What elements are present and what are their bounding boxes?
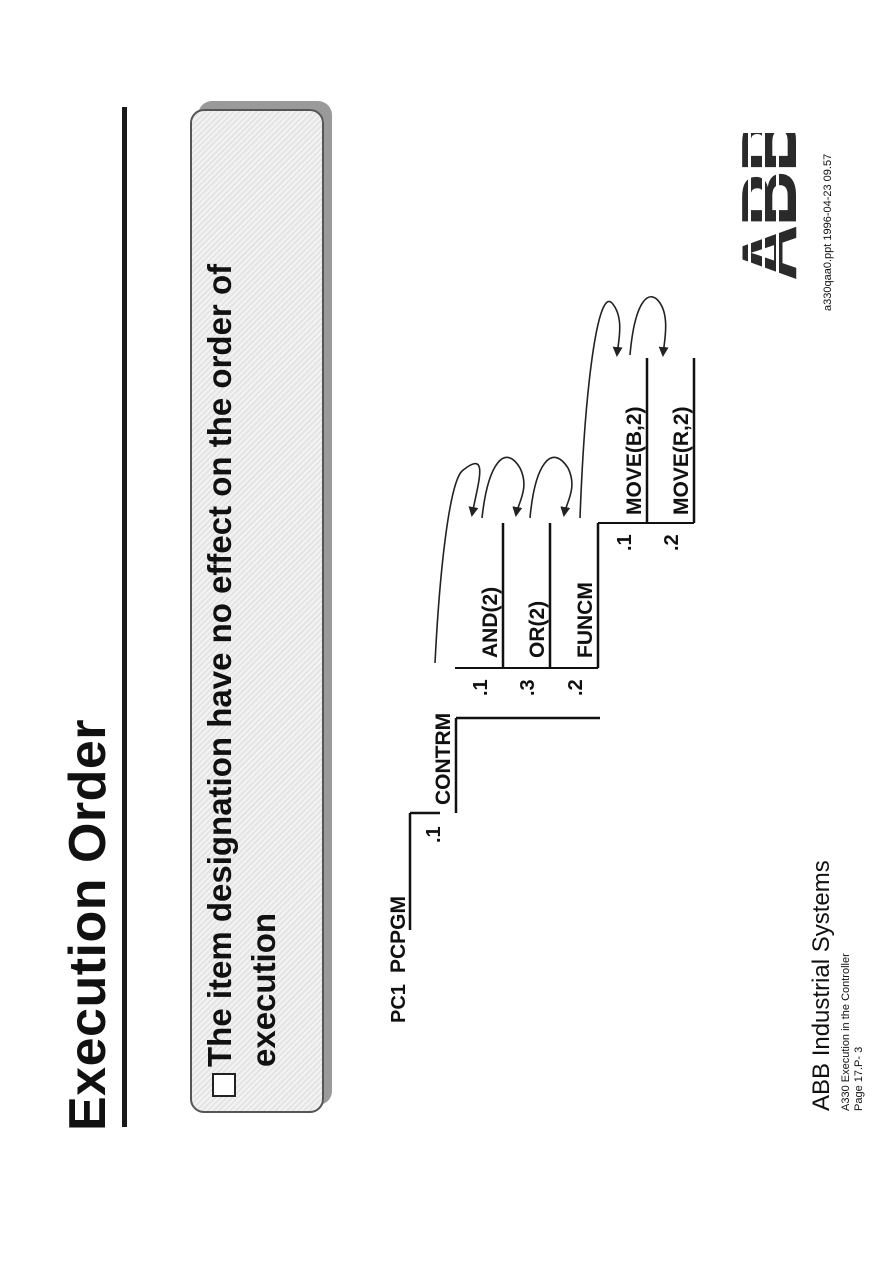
logo-stripe	[776, 133, 779, 283]
arrow-contrm-to-and	[434, 463, 481, 664]
company-name: ABB Industrial Systems	[808, 860, 835, 1111]
file-info: a330qaa0.ppt 1996-04-23 09.57	[822, 153, 834, 311]
arrow-move-b-to-move-r	[629, 296, 669, 357]
page-number: Page 17.P- 3	[853, 1046, 865, 1111]
document-subtitle: A330 Execution in the Controller	[840, 953, 852, 1111]
logo-stripe	[748, 133, 751, 283]
pc-label: PC1	[388, 984, 410, 1023]
contrm-label: CONTRM	[432, 713, 455, 805]
arrow-or-to-funcm	[529, 456, 573, 519]
and-index: .1	[470, 679, 492, 696]
move-r-index: .2	[661, 534, 683, 551]
and-label: AND(2)	[479, 587, 502, 658]
move-b-index: .1	[614, 534, 636, 551]
move-b-label: MOVE(B,2)	[623, 406, 646, 515]
arrow-and-to-or	[481, 456, 525, 519]
funcm-label: FUNCM	[574, 582, 597, 658]
pcpgm-label: PCPGM	[387, 896, 410, 973]
contrm-index: .1	[423, 826, 445, 843]
abb-logo-icon: ABB	[726, 133, 806, 283]
move-r-label: MOVE(R,2)	[670, 406, 693, 515]
or-index: .3	[517, 679, 539, 696]
or-label: OR(2)	[526, 601, 549, 658]
logo-text: ABB	[726, 133, 806, 281]
funcm-index: .2	[565, 679, 587, 696]
logo-stripe	[762, 133, 765, 283]
arrow-funcm-to-move-b	[579, 300, 623, 519]
